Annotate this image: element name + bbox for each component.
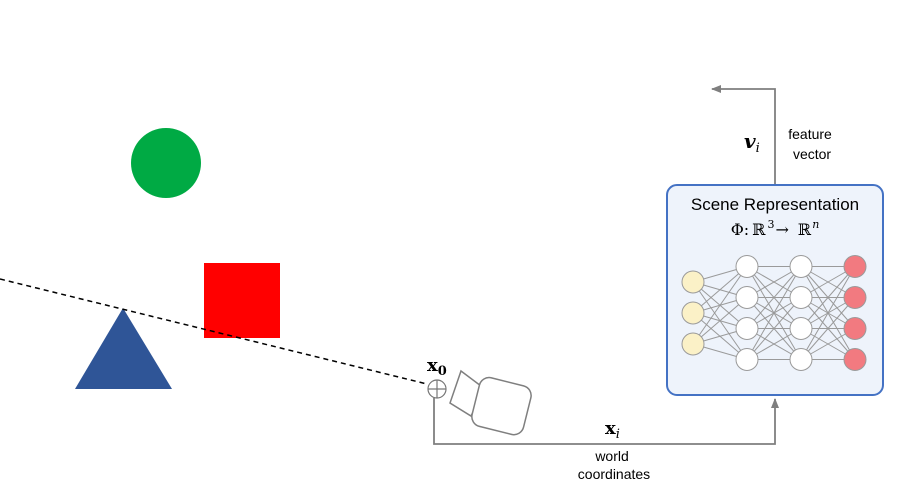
network-nodes: [681, 255, 867, 371]
camera-ray: [0, 278, 428, 385]
camera-origin-marker: [427, 379, 447, 399]
green-circle: [131, 128, 201, 198]
vi-label: vi: [744, 129, 760, 156]
network-edge: [692, 266, 748, 345]
output-neuron: [843, 286, 867, 309]
scene-representation-title: Scene Representation: [691, 195, 859, 214]
network-edge: [746, 266, 802, 360]
hidden-neuron: [789, 317, 813, 340]
red-square: [204, 263, 280, 338]
feature-vector-label: feature vector: [788, 126, 835, 162]
xi-label: xi: [605, 418, 620, 442]
world-coordinates-label: world coordinates: [578, 448, 650, 482]
network-edge: [692, 297, 748, 345]
hidden-neuron: [735, 317, 759, 340]
x0-label: x0: [427, 355, 447, 379]
hidden-neuron: [789, 286, 813, 309]
network-edge: [692, 266, 748, 314]
input-neuron: [681, 332, 705, 356]
output-neuron: [843, 348, 867, 371]
hidden-neuron: [735, 348, 759, 371]
network-edge: [800, 266, 856, 329]
hidden-neuron: [789, 255, 813, 278]
camera-icon: [449, 369, 532, 436]
world-coordinates-arrow: [433, 398, 779, 445]
network-edge: [800, 297, 856, 360]
network-edge: [746, 297, 802, 360]
scene-representation-box: [666, 184, 884, 396]
input-neuron: [681, 270, 705, 294]
feature-vector-arrow: [711, 85, 776, 185]
hidden-neuron: [789, 348, 813, 371]
output-neuron: [843, 317, 867, 340]
network-edge: [746, 266, 802, 329]
output-neuron: [843, 255, 867, 278]
hidden-neuron: [735, 286, 759, 309]
network-edge: [800, 266, 856, 360]
blue-triangle: [75, 308, 172, 389]
hidden-neuron: [735, 255, 759, 278]
input-neuron: [681, 301, 705, 325]
